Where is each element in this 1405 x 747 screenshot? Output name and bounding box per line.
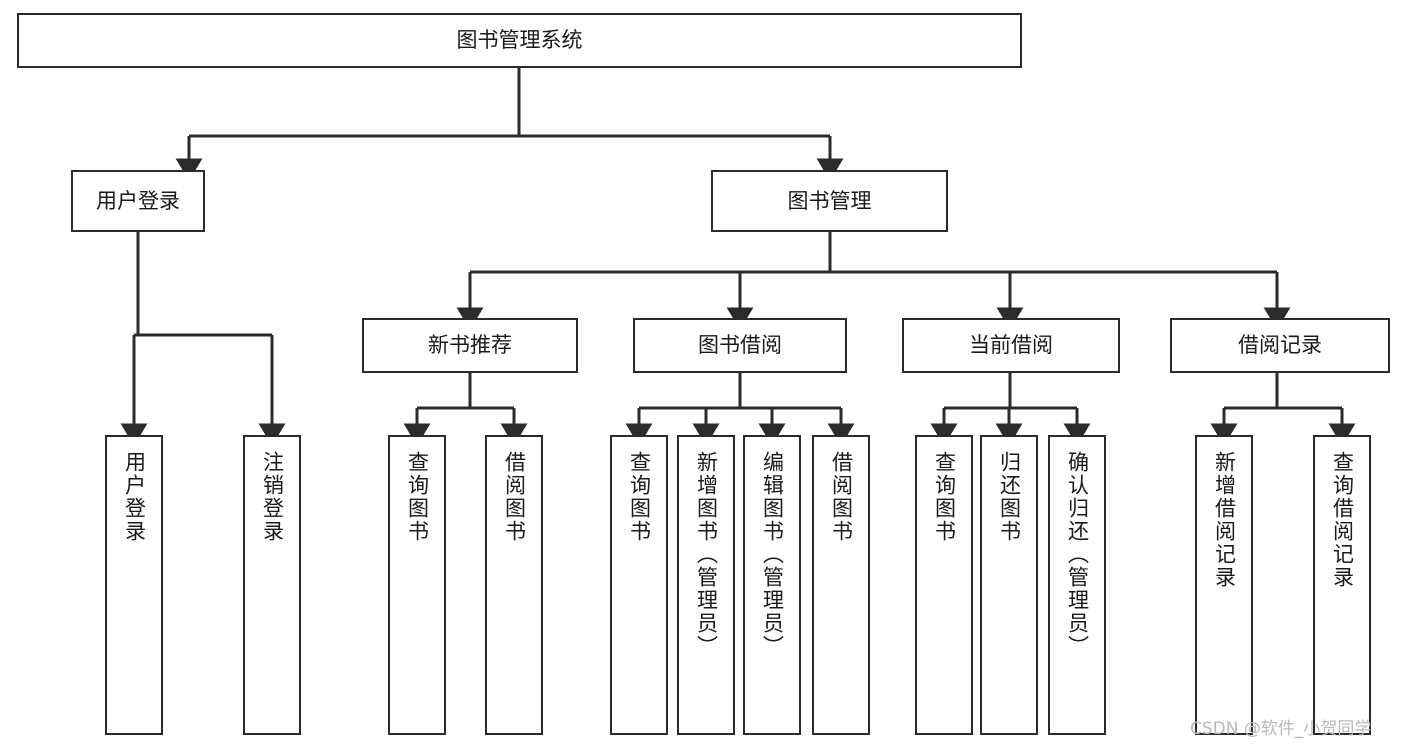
node-leaf-confirm-return-label: 确认归还（管理员） — [1065, 451, 1090, 658]
node-book-management[interactable]: 图书管理 — [711, 170, 948, 232]
node-root[interactable]: 图书管理系统 — [17, 13, 1022, 68]
node-book-management-label: 图书管理 — [787, 188, 872, 213]
node-user-login-label: 用户登录 — [96, 188, 180, 213]
node-leaf-borrow-book-2[interactable]: 借阅图书 — [812, 435, 870, 735]
node-leaf-edit-book-label: 编辑图书（管理员） — [760, 451, 785, 658]
node-root-label: 图书管理系统 — [456, 28, 583, 53]
node-current-borrow[interactable]: 当前借阅 — [902, 318, 1120, 373]
node-leaf-user-login-label: 用户登录 — [122, 451, 147, 543]
node-leaf-query-book-1-label: 查询图书 — [405, 451, 430, 543]
node-leaf-query-book-3[interactable]: 查询图书 — [915, 435, 973, 735]
node-leaf-user-login[interactable]: 用户登录 — [105, 435, 163, 735]
node-leaf-return-book-label: 归还图书 — [997, 451, 1022, 543]
node-leaf-add-book-label: 新增图书（管理员） — [694, 451, 719, 658]
node-leaf-borrow-book-2-label: 借阅图书 — [829, 451, 854, 543]
node-leaf-query-record-label: 查询借阅记录 — [1330, 451, 1355, 589]
node-book-borrow[interactable]: 图书借阅 — [633, 318, 847, 373]
node-leaf-add-book[interactable]: 新增图书（管理员） — [677, 435, 735, 735]
node-borrow-record[interactable]: 借阅记录 — [1170, 318, 1390, 373]
node-leaf-logout-login[interactable]: 注销登录 — [243, 435, 301, 735]
node-leaf-query-book-3-label: 查询图书 — [932, 451, 957, 543]
node-leaf-query-book-2-label: 查询图书 — [627, 451, 652, 543]
node-leaf-confirm-return[interactable]: 确认归还（管理员） — [1048, 435, 1106, 735]
node-leaf-query-book-1[interactable]: 查询图书 — [388, 435, 446, 735]
node-leaf-logout-login-label: 注销登录 — [260, 451, 285, 543]
node-leaf-add-record-label: 新增借阅记录 — [1212, 451, 1237, 589]
node-leaf-return-book[interactable]: 归还图书 — [980, 435, 1038, 735]
node-book-borrow-label: 图书借阅 — [698, 333, 782, 358]
watermark-text: CSDN @软件_小贺同学 — [1190, 719, 1372, 739]
node-leaf-edit-book[interactable]: 编辑图书（管理员） — [743, 435, 801, 735]
node-user-login[interactable]: 用户登录 — [71, 170, 205, 232]
node-borrow-record-label: 借阅记录 — [1238, 333, 1322, 358]
node-current-borrow-label: 当前借阅 — [969, 333, 1053, 358]
node-leaf-borrow-book-1[interactable]: 借阅图书 — [485, 435, 543, 735]
node-leaf-borrow-book-1-label: 借阅图书 — [502, 451, 527, 543]
node-leaf-add-record[interactable]: 新增借阅记录 — [1195, 435, 1253, 735]
node-leaf-query-record[interactable]: 查询借阅记录 — [1313, 435, 1371, 735]
node-new-book-recommend-label: 新书推荐 — [428, 333, 512, 358]
node-new-book-recommend[interactable]: 新书推荐 — [362, 318, 578, 373]
node-leaf-query-book-2[interactable]: 查询图书 — [610, 435, 668, 735]
